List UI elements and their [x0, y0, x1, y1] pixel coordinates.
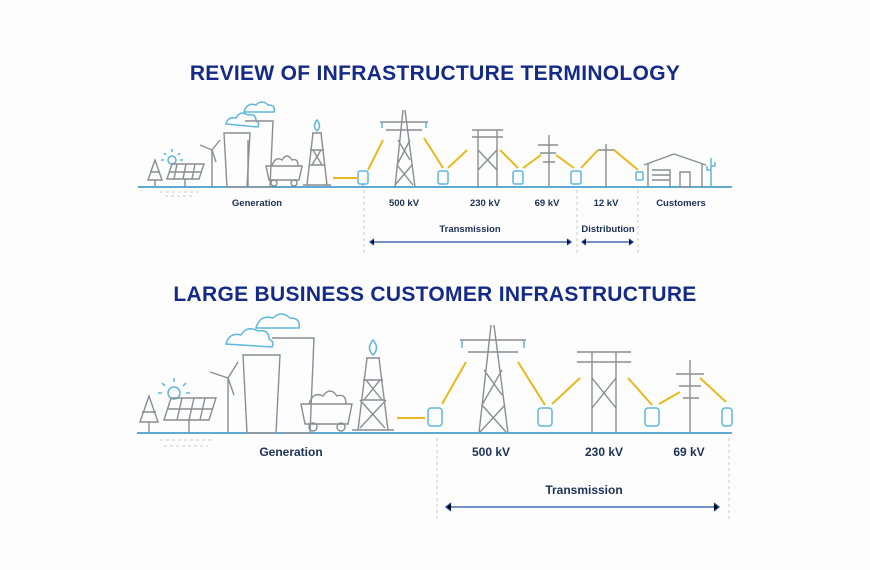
power-line: [499, 149, 519, 169]
substation-icon: [644, 407, 660, 427]
coal-cart-icon: [300, 390, 353, 432]
sun-icon: [161, 149, 183, 165]
transmission-tower-500kv-icon: [460, 324, 526, 434]
label-customers: Customers: [656, 198, 706, 209]
power-line: [441, 361, 467, 405]
sun-icon: [158, 378, 190, 400]
wind-turbine-icon: [209, 361, 239, 433]
transmission-arrow: [368, 238, 573, 246]
substation-icon: [357, 170, 369, 187]
power-line: [555, 154, 575, 169]
substation-icon: [512, 170, 524, 185]
substation-icon: [427, 407, 443, 427]
substation-icon: [437, 170, 449, 185]
transmission-arrow: [444, 502, 721, 512]
label-distribution: Distribution: [581, 224, 634, 235]
power-plant-icon: [223, 101, 276, 188]
label-69kv: 69 kV: [535, 198, 560, 209]
wind-turbine-icon: [199, 139, 221, 187]
tree-icon: [139, 393, 159, 433]
substation-icon: [721, 407, 733, 427]
pole-12kv-icon: [598, 144, 615, 187]
power-plant-icon: [225, 313, 315, 434]
transmission-tower-500kv-icon: [380, 109, 428, 188]
diagram1: Generation 500 kV 230 kV 69 kV 12 kV Cus…: [138, 101, 732, 253]
diagram2: Generation 500 kV 230 kV 69 kV Transmiss…: [137, 313, 733, 522]
label-transmission: Transmission: [545, 483, 622, 497]
power-line: [447, 149, 468, 169]
substation-icon: [570, 170, 582, 185]
house-icon: [643, 153, 716, 188]
power-line: [613, 149, 639, 171]
pole-69kv-icon: [538, 135, 558, 187]
transmission-tower-230kv-icon: [577, 351, 631, 433]
diagram1-title: REVIEW OF INFRASTRUCTURE TERMINOLOGY: [189, 62, 681, 85]
substation-icon: [537, 407, 553, 427]
label-230kv: 230 kV: [585, 445, 623, 459]
meter-icon: [635, 171, 644, 181]
pole-69kv-icon: [676, 360, 704, 433]
power-line: [517, 361, 546, 406]
label-generation: Generation: [259, 445, 322, 459]
power-line: [658, 391, 681, 405]
diagram2-title: LARGE BUSINESS CUSTOMER INFRASTRUCTURE: [173, 283, 697, 306]
power-line: [627, 377, 653, 406]
power-line: [580, 149, 599, 169]
power-line: [699, 377, 727, 403]
label-500kv: 500 kV: [472, 445, 510, 459]
distribution-arrow: [580, 238, 635, 246]
solar-panel-icon: [160, 397, 217, 447]
label-230kv: 230 kV: [470, 198, 501, 209]
solar-panel-icon: [160, 163, 205, 197]
label-transmission: Transmission: [439, 224, 500, 235]
label-500kv: 500 kV: [389, 198, 420, 209]
power-line: [522, 154, 542, 169]
tree-icon: [147, 157, 163, 187]
label-generation: Generation: [232, 198, 282, 209]
gas-flare-icon: [303, 118, 331, 186]
label-12kv: 12 kV: [594, 198, 619, 209]
coal-cart-icon: [265, 155, 303, 187]
power-line: [367, 139, 384, 171]
gas-flare-icon: [352, 338, 394, 431]
power-line: [423, 137, 444, 169]
transmission-tower-230kv-icon: [472, 129, 503, 187]
label-69kv: 69 kV: [673, 445, 704, 459]
power-line: [551, 377, 581, 405]
